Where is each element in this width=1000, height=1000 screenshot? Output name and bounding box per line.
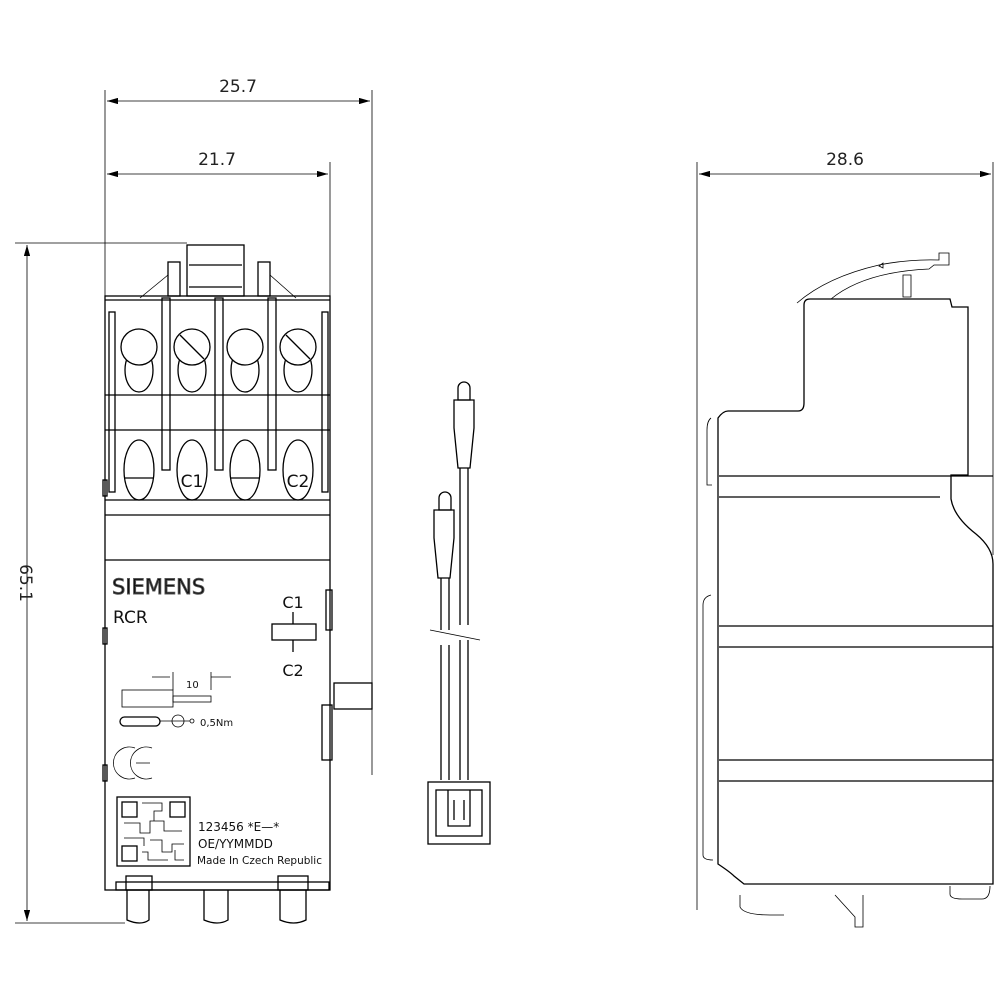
connector-plug [427, 781, 491, 845]
screw-icon [120, 328, 158, 366]
dimension-label: 28.6 [826, 150, 864, 170]
product-name: RCR [113, 608, 148, 628]
screwdriver-icon [119, 714, 195, 728]
dimension-body-width: 21.7 [107, 150, 331, 296]
bottom-pins [115, 875, 330, 924]
front-view [104, 244, 331, 891]
date-code: OE/YYMMDD [198, 837, 273, 851]
coil-symbol [271, 623, 317, 641]
dimension-label: 25.7 [219, 77, 257, 97]
strip-length-value: 10 [186, 680, 199, 691]
torque-value: 0,5Nm [200, 718, 233, 729]
terminal-openings: C1 C2 [123, 439, 314, 501]
front-side-features [102, 479, 373, 782]
dimension-side-depth: 28.6 [696, 150, 994, 910]
dimension-label: 21.7 [198, 150, 236, 170]
ce-mark-icon [113, 746, 153, 780]
terminal-label-c1: C1 [181, 472, 204, 492]
coil-label-bottom: C2 [282, 661, 303, 680]
brand-logo: SIEMENS [112, 575, 205, 599]
terminal-label-c2: C2 [287, 472, 310, 492]
side-view [702, 252, 994, 928]
strip-length-icon [121, 672, 231, 708]
serial-number: 123456 *E—* [198, 820, 279, 834]
coil-label-top: C1 [282, 593, 303, 612]
dimension-height: 65.1 [15, 242, 187, 924]
dimension-overall-width: 25.7 [104, 77, 373, 775]
front-label-area: SIEMENS RCR C1 C2 10 0,5Nm [112, 575, 323, 867]
wire-accessory [427, 381, 491, 845]
terminal-screws [120, 328, 317, 393]
dimension-label: 65.1 [15, 564, 35, 602]
screw-icon [226, 328, 264, 366]
qr-code-icon [116, 796, 191, 867]
origin-text: Made In Czech Republic [197, 855, 322, 867]
